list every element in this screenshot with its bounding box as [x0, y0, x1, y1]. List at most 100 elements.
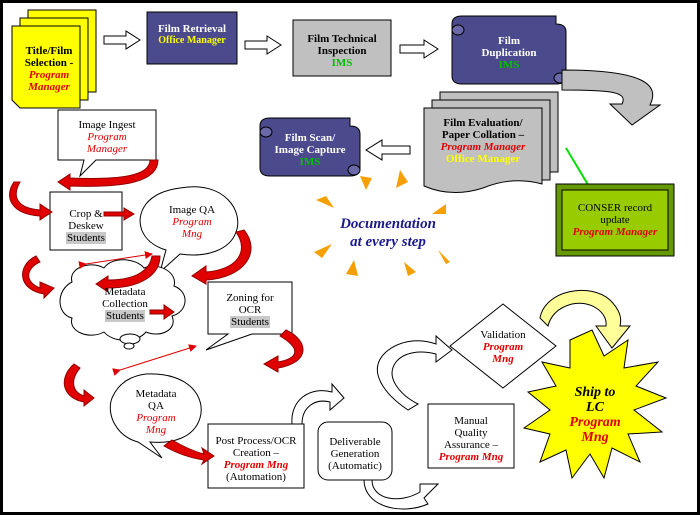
film-inspection-line2: Inspection [317, 45, 367, 57]
documentation-line1: Documentation [340, 216, 436, 232]
image-qa-role2: Mng [181, 228, 203, 240]
conser-line1: CONSER record [577, 202, 653, 214]
film-scan-line1: Film Scan/ [284, 132, 336, 144]
film-duplication-line1: Film [498, 35, 520, 47]
validation-shape [449, 303, 557, 389]
zoning-ocr-role: Students [230, 316, 270, 328]
crop-deskew-role: Students [66, 232, 106, 244]
ship-line1: Ship to [574, 385, 616, 400]
film-evaluation-role1: Program Manager [440, 141, 526, 153]
metadata-qa-line2: QA [148, 400, 164, 412]
manual-qa-shape [427, 403, 515, 469]
deliverable-shape [317, 421, 393, 481]
deliverable-line1: Deliverable [329, 436, 381, 448]
film-retrieval-role: Office Manager [158, 35, 226, 46]
deliverable-line2: Generation [330, 448, 380, 460]
deliverable-node: Deliverable Generation (Automatic) [318, 427, 392, 481]
image-ingest-node: Image Ingest Program Manager [58, 113, 156, 161]
post-process-note: (Automation) [226, 471, 286, 483]
manual-qa-line1: Manual [454, 415, 488, 427]
red-link-2 [112, 344, 197, 376]
manual-qa-role: Program Mng [438, 451, 504, 463]
image-ingest-role1: Program [87, 131, 127, 143]
film-inspection-role: IMS [331, 57, 353, 69]
film-retrieval-shape [146, 11, 238, 65]
documentation-line2: at every step [350, 234, 426, 250]
validation-role2: Mng [492, 353, 514, 365]
film-scan-role: IMS [299, 156, 321, 168]
validation-node: Validation Program Mng [460, 325, 546, 369]
film-duplication-line2: Duplication [481, 47, 537, 59]
documentation-rays [314, 170, 450, 276]
film-evaluation-line2: Paper Collation – [441, 129, 525, 141]
title-selection-node: Title/Film Selection - Program Manager [15, 33, 83, 105]
metadata-collection-line2: Collection [102, 298, 148, 310]
title-selection-role2: Manager [28, 81, 70, 93]
crop-deskew-line1: Crop & [69, 208, 103, 220]
ship-role1: Program [569, 415, 621, 430]
film-duplication-shape [451, 15, 567, 85]
deliverable-note: (Automatic) [328, 460, 382, 472]
metadata-qa-line1: Metadata [135, 388, 177, 400]
documentation-label: Documentation at every step [330, 211, 446, 255]
post-process-line2: Creation – [232, 447, 280, 459]
film-scan-line2: Image Capture [274, 144, 346, 156]
ship-role2: Mng [581, 430, 609, 445]
conser-connector [565, 147, 591, 189]
diagram-canvas: Title/Film Selection - Program Manager F… [3, 3, 697, 512]
film-inspection-line1: Film Technical [307, 33, 377, 45]
metadata-qa-role2: Mng [145, 424, 167, 436]
ship-node: Ship to LC Program Mng [552, 375, 638, 455]
image-qa-role1: Program [172, 216, 212, 228]
manual-qa-node: Manual Quality Assurance – Program Mng [428, 409, 514, 469]
manual-qa-line2: Quality [454, 427, 488, 439]
conser-shape [555, 183, 675, 257]
image-qa-title: Image QA [168, 204, 216, 216]
curved-arrow-post [291, 382, 345, 425]
film-inspection-node: Film Technical Inspection IMS [293, 23, 391, 79]
connectors-layer [9, 9, 675, 510]
curved-arrow-manual [376, 334, 453, 411]
conser-line2: update [600, 214, 630, 226]
film-scan-shape [259, 117, 361, 177]
film-evaluation-line1: Film Evaluation/ [443, 117, 523, 129]
film-evaluation-node: Film Evaluation/ Paper Collation – Progr… [424, 113, 542, 169]
ship-shape [522, 329, 668, 480]
image-qa-node: Image QA Program Mng [150, 195, 234, 249]
crop-deskew-line2: Deskew [68, 220, 104, 232]
conser-role: Program Manager [572, 226, 658, 238]
post-process-shape [207, 423, 305, 489]
film-retrieval-title: Film Retrieval [157, 23, 227, 35]
film-duplication-role: IMS [498, 59, 520, 71]
title-selection-role1: Program [28, 69, 70, 81]
hollow-arrow-2 [244, 35, 282, 55]
crop-deskew-node: Crop & Deskew Students [50, 203, 122, 249]
red-arrows [9, 159, 304, 466]
image-qa-shape [139, 186, 239, 274]
image-ingest-shape [57, 109, 157, 178]
zoning-ocr-node: Zoning for OCR Students [208, 287, 292, 333]
metadata-collection-node: Metadata Collection Students [80, 279, 170, 329]
manual-qa-line3: Assurance – [443, 439, 499, 451]
ship-line2: LC [586, 400, 604, 415]
title-selection-line2: Selection - [24, 57, 74, 69]
image-ingest-role2: Manager [86, 143, 128, 155]
post-process-node: Post Process/OCR Creation – Program Mng … [208, 429, 304, 489]
post-process-role: Program Mng [223, 459, 289, 471]
post-process-line1: Post Process/OCR [215, 435, 297, 447]
film-scan-node: Film Scan/ Image Capture IMS [260, 121, 360, 179]
title-selection-shape [11, 9, 97, 109]
metadata-collection-line1: Metadata [104, 286, 146, 298]
metadata-qa-shape [109, 373, 202, 459]
metadata-collection-role: Students [105, 310, 145, 322]
film-evaluation-role2: Office Manager [445, 153, 521, 165]
film-evaluation-shape [423, 91, 559, 193]
title-selection-line1: Title/Film [25, 45, 73, 57]
image-ingest-title: Image Ingest [78, 119, 136, 131]
metadata-qa-role1: Program [136, 412, 176, 424]
red-link-1 [78, 251, 153, 270]
zoning-ocr-line1: Zoning for [226, 292, 274, 304]
film-duplication-node: Film Duplication IMS [452, 19, 566, 87]
curved-arrow-duplication [561, 69, 662, 126]
